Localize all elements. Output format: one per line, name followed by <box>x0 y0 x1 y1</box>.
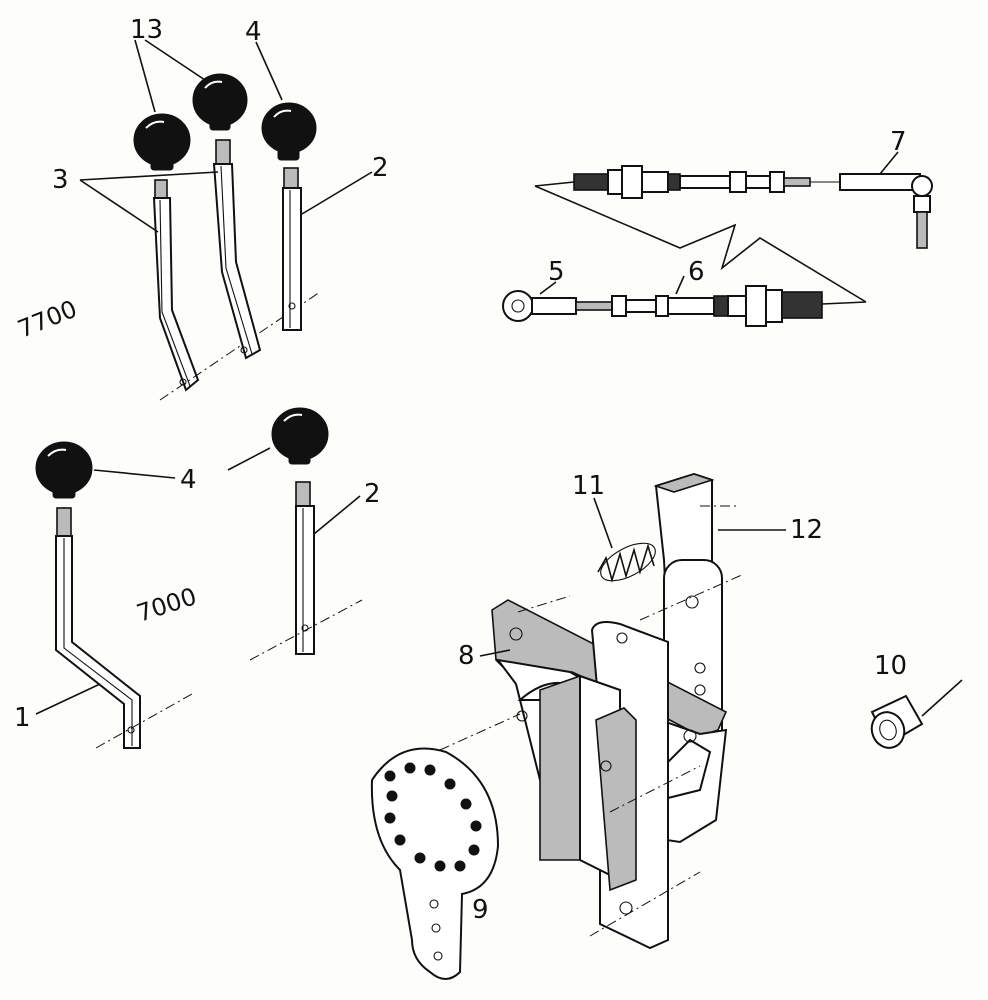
knob-left-13 <box>133 113 191 171</box>
callout-3: 3 <box>52 165 69 195</box>
lever-1 <box>55 507 193 749</box>
callout-1: 1 <box>14 703 31 733</box>
callout-7: 7 <box>890 127 907 157</box>
model-label-7000: 7000 <box>133 582 200 628</box>
gate-assembly: 11 12 8 9 10 <box>370 471 963 980</box>
knob-left-4 <box>35 441 93 499</box>
lever-3-middle <box>212 139 262 360</box>
callout-12: 12 <box>790 515 823 545</box>
detent-plate-9 <box>370 747 500 980</box>
control-cables: 7 5 6 <box>502 127 933 327</box>
lever-assembly-7000: 4 2 1 7000 <box>14 407 381 749</box>
callout-9: 9 <box>472 895 489 925</box>
knob-right-4-lower <box>271 407 329 465</box>
lever-2-right <box>282 167 302 331</box>
lever-2-lower <box>249 481 363 661</box>
model-label-7700: 7700 <box>14 295 81 344</box>
knob-right-4 <box>261 102 317 161</box>
callout-11: 11 <box>572 471 605 501</box>
cable-upper <box>573 165 933 249</box>
callout-10: 10 <box>874 651 907 681</box>
knob-middle-13 <box>192 73 248 131</box>
callout-13: 13 <box>130 15 163 45</box>
callout-4-lower: 4 <box>180 465 197 495</box>
nut-10 <box>870 679 963 749</box>
lever-3-left <box>152 179 321 401</box>
callout-4-top: 4 <box>245 17 262 47</box>
cable-lower <box>502 285 823 327</box>
callout-2-lower: 2 <box>364 479 381 509</box>
lever-assembly-7700: 13 4 3 2 7700 <box>14 15 389 401</box>
callout-5: 5 <box>548 257 565 287</box>
gate-channel <box>439 595 701 950</box>
callout-8: 8 <box>458 641 475 671</box>
callout-2-top: 2 <box>372 153 389 183</box>
callout-6: 6 <box>688 257 705 287</box>
spring-11 <box>597 542 656 583</box>
